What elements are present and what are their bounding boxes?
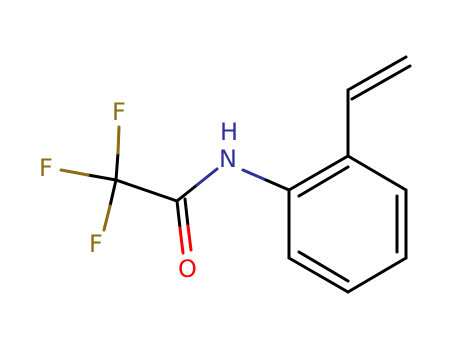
bond-cf3-f1-half (116, 125, 121, 155)
bond-cf3-f2-half (59, 168, 90, 177)
atom-label-nitrogen: N (219, 145, 237, 173)
ring-bond-5-6 (287, 256, 350, 294)
bond-n-ring-half (264, 178, 291, 192)
atom-label-oxygen: O (178, 255, 197, 283)
bond-c-n-half (195, 167, 219, 187)
bond-c-o-2-half (186, 224, 193, 252)
atom-label-fluorine-2: F (39, 154, 53, 182)
bond-vinyl-double-2 (350, 64, 412, 101)
bond-vinyl-double-1 (346, 55, 408, 92)
bond-cf3-f3-half (102, 204, 112, 232)
ring-bond-5-6-inner (297, 250, 350, 283)
bond-cf3-f3 (108, 178, 118, 208)
bond-c-o-1 (175, 199, 182, 230)
ring-bond-2-3 (346, 154, 408, 192)
atom-label-fluorine-1: F (112, 98, 126, 126)
bond-cf3-f2 (86, 173, 118, 182)
atom-label-fluorine-3: F (89, 230, 103, 258)
ring-bond-4-5 (346, 256, 408, 294)
bond-c-n (175, 183, 199, 203)
bond-cf3-c (114, 178, 179, 203)
bond-n-ring (241, 168, 268, 182)
ring-bond-1-2-inner (297, 165, 350, 198)
ring-bond-1-2 (287, 154, 350, 192)
atom-label-hydrogen: H (220, 118, 238, 146)
bond-cf3-f1 (114, 151, 120, 182)
bond-c-o-1-half (178, 226, 185, 255)
bond-c-o-2 (183, 197, 190, 228)
